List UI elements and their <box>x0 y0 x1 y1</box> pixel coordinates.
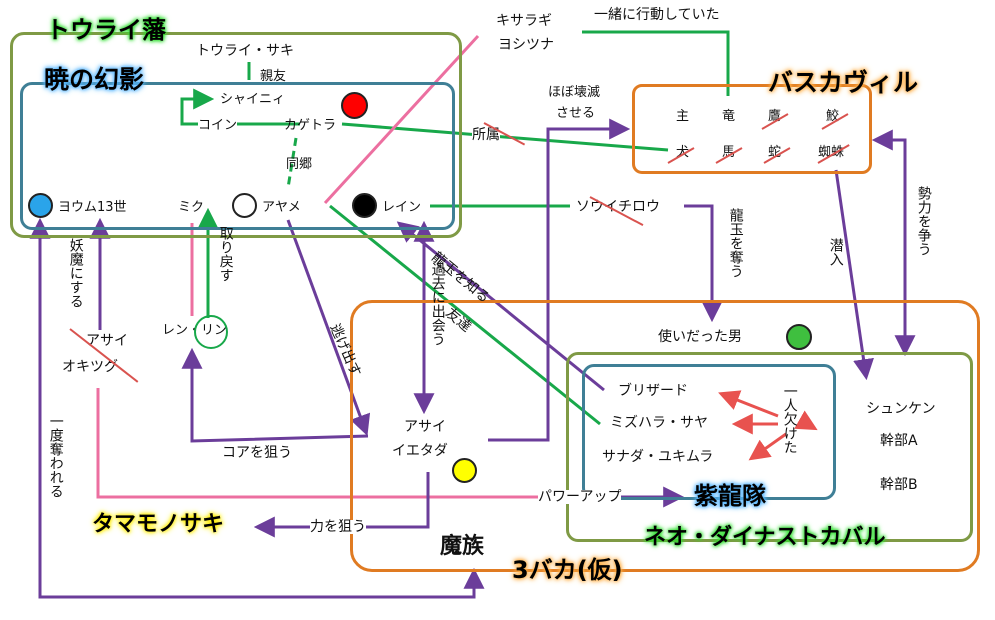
relation-sennyu: 潜入 <box>827 238 844 266</box>
person-shunken: シュンケン <box>866 401 936 417</box>
line-hitori-1 <box>718 390 779 418</box>
line-dougou <box>286 137 298 189</box>
person-kisaragi: キサラギ <box>496 13 552 29</box>
relation-torimodosu: 取り戻す <box>217 226 234 282</box>
person-ayame: アヤメ <box>262 200 301 215</box>
person-kagetora: カゲトラ <box>284 118 337 133</box>
relation-shinyu: 親友 <box>260 69 287 84</box>
person-youmu: ヨウム13世 <box>58 200 127 215</box>
line-kisaragi-baskerville <box>582 30 730 96</box>
group-title-akatsuki: 暁の幻影 <box>44 65 145 94</box>
person-kanbu-a: 幹部A <box>880 433 918 449</box>
baskerville-member-1: 竜 <box>722 109 736 124</box>
line-sennyu <box>834 169 874 381</box>
relation-core: コアを狙う <box>222 445 292 461</box>
group-box-akatsuki <box>20 82 455 230</box>
relation-youma: 妖魔にする <box>67 238 84 308</box>
person-tourai-saki: トウライ・サキ <box>196 43 294 59</box>
person-tsukaidatta: 使いだった男 <box>658 329 742 345</box>
dot-black <box>352 193 377 218</box>
group-title-neo: ネオ・ダイナストカバル <box>644 525 886 550</box>
person-mizuhara: ミズハラ・サヤ <box>610 415 708 431</box>
line-kagetora-baskerville <box>341 122 669 152</box>
person-miku: ミク <box>178 200 205 215</box>
person-asai-okitsugu-1: アサイ <box>86 333 128 349</box>
dot-white <box>232 193 257 218</box>
dot-red <box>341 92 368 119</box>
group-box-baskerville <box>632 84 872 174</box>
line-core <box>181 347 369 443</box>
line-kisaragi-ayame <box>323 34 480 205</box>
group-title-sanbaka: 3バカ(仮) <box>512 556 623 584</box>
person-sowichirou: ソウイチロウ <box>576 199 660 215</box>
group-title-tamamo: タマモノサキ <box>92 512 225 537</box>
dot-green <box>786 324 812 350</box>
person-sanada: サナダ・ユキムラ <box>602 449 714 465</box>
person-asai-okitsugu-2: オキツグ <box>62 359 118 375</box>
person-asai-ietada-2: イエタダ <box>392 443 448 459</box>
line-hitori-4 <box>794 410 818 431</box>
group-title-shiryu: 紫龍隊 <box>694 482 766 510</box>
group-box-sanbaka <box>350 300 980 572</box>
relation-chikara: 力を狙う <box>310 519 366 535</box>
relation-kako: 過去に出会う <box>429 262 446 346</box>
line-nigedasu <box>286 219 371 436</box>
person-yoshitsuna: ヨシツナ <box>498 37 554 53</box>
dot-renrin-ring <box>194 315 228 349</box>
line-ryugyoku <box>684 204 723 323</box>
relation-shozoku: 所属 <box>472 127 500 143</box>
dot-yellow <box>452 458 477 483</box>
person-kanbu-b: 幹部B <box>880 477 918 493</box>
group-title-mazoku: 魔族 <box>440 534 485 559</box>
relation-dougou: 同郷 <box>286 157 313 172</box>
line-coin <box>180 88 300 126</box>
relation-ryugyoku: 龍玉を奪う <box>727 208 744 278</box>
person-asai-ietada-1: アサイ <box>404 419 446 435</box>
line-ichido <box>29 217 485 599</box>
line-seiryoku <box>871 129 916 357</box>
person-blizzard: ブリザード <box>618 383 688 399</box>
group-box-neo <box>566 352 973 542</box>
line-hobo <box>488 118 631 442</box>
group-box-tourai <box>10 32 462 238</box>
group-title-tourai: トウライ藩 <box>46 16 166 44</box>
baskerville-member-0: 主 <box>676 109 690 124</box>
dot-blue <box>28 193 53 218</box>
person-shinyi: シャイニィ <box>220 92 286 107</box>
line-hitori-3 <box>748 432 787 461</box>
relation-hobo-1: ほぼ壊滅 <box>548 85 601 100</box>
relation-seiryoku: 勢力を争う <box>915 186 932 256</box>
group-title-baskerville: バスカヴィル <box>768 68 919 97</box>
relation-hobo-2: させる <box>556 106 596 121</box>
group-box-shiryu <box>582 364 836 500</box>
relation-coin: コイン <box>198 118 238 133</box>
relation-hitori: 一人欠けた <box>781 384 798 454</box>
relation-issho: 一緒に行動していた <box>594 7 720 23</box>
relation-power: パワーアップ <box>538 489 622 505</box>
person-rain: レイン <box>382 200 422 215</box>
relation-ichido: 一度奪われる <box>47 414 64 498</box>
